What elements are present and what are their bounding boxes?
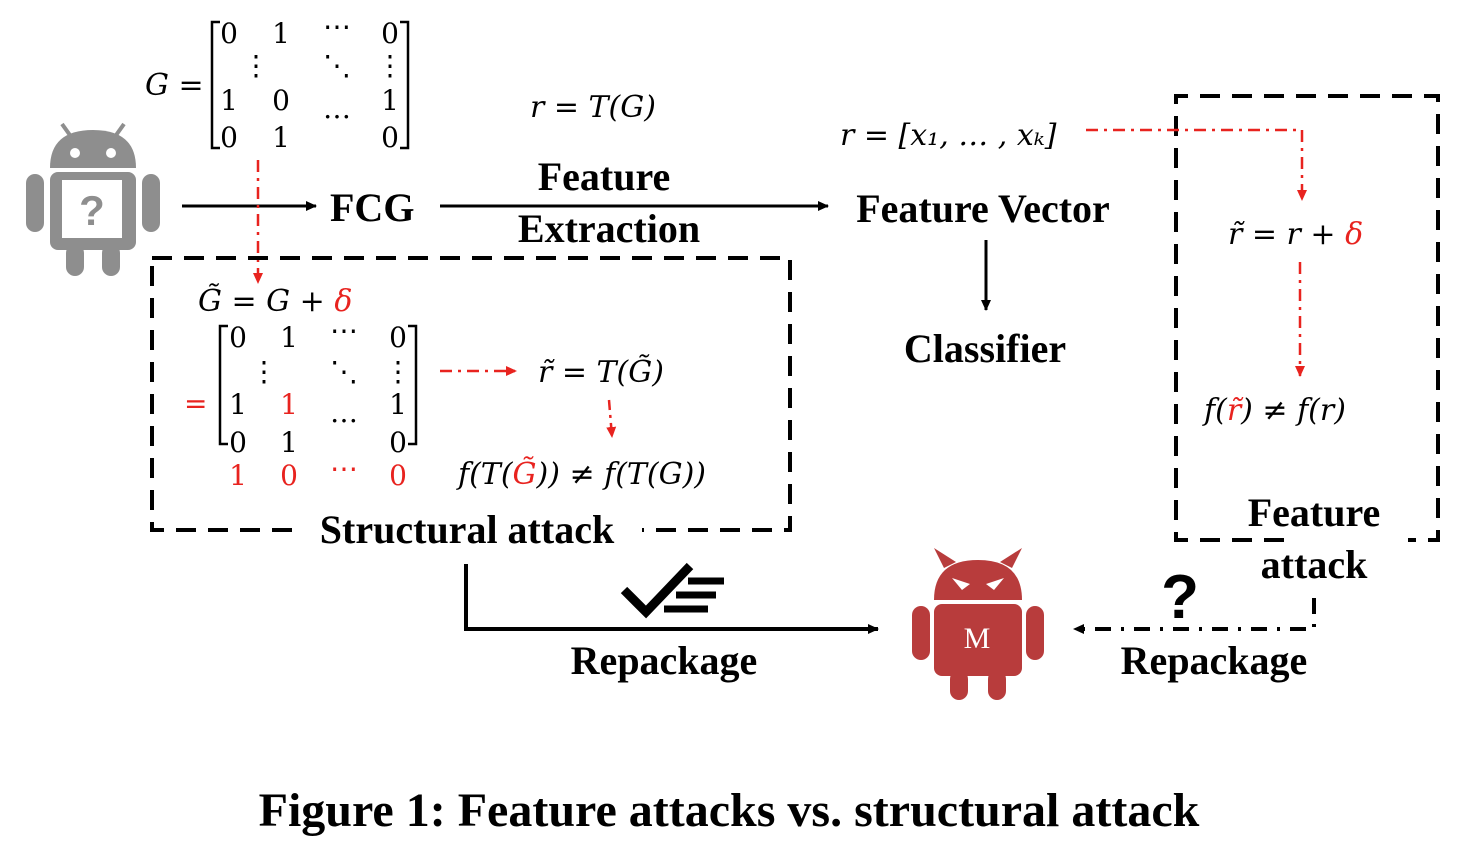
matrix-cell: ⋱ <box>330 355 358 388</box>
matrix-cell: ⋯ <box>330 314 358 347</box>
matrix-cell: 1 <box>272 121 290 154</box>
classifier-label: Classifier <box>904 326 1066 371</box>
matrix-cell: 1 <box>280 426 298 459</box>
f-feat-b: ) ≠ f(r) <box>1240 393 1346 428</box>
android-malware-icon: M <box>912 548 1044 700</box>
matrix-cell: 0 <box>389 321 407 354</box>
matrix-cell: ⋮ <box>242 49 270 82</box>
matrix-cell-changed: 1 <box>280 388 298 421</box>
arrow-repackage-left <box>464 564 879 634</box>
matrix-cell-added: 0 <box>389 459 407 492</box>
f-struct-a: f(T( <box>456 457 514 492</box>
question-icon: ? <box>1161 563 1199 632</box>
bracket-right <box>408 324 418 446</box>
matrix-cell: ⋱ <box>323 49 351 82</box>
g-tilde-equation: G̃ = G + δ <box>198 284 352 319</box>
delta-symbol: δ <box>1345 217 1363 252</box>
matrix-cell: 0 <box>381 17 399 50</box>
matrix-cell: … <box>323 92 351 125</box>
f-feat-r: r̃ <box>1227 393 1244 428</box>
matrix-cell: 1 <box>272 17 290 50</box>
arrow-repackage-right <box>1073 598 1316 634</box>
f-feat-a: f( <box>1202 393 1228 428</box>
f-feature-inequality: f(r̃) ≠ f(r) <box>1202 393 1346 428</box>
matrix-cell: 1 <box>280 321 298 354</box>
matrix-cell: 0 <box>220 17 238 50</box>
bracket-right <box>400 20 410 150</box>
unknown-app-mark: ? <box>79 187 105 234</box>
matrix-cell: ⋮ <box>384 355 412 388</box>
matrix-cell: … <box>330 396 358 429</box>
matrix-g-tilde: = 0 1 ⋯ 0 ⋮ ⋱ ⋮ 1 1 … 1 0 1 … 0 1 0 ⋯ 0 <box>184 314 418 492</box>
matrix-cell: 1 <box>220 84 238 117</box>
repackage-left-label: Repackage <box>571 638 758 683</box>
fcg-label: FCG <box>330 185 414 230</box>
feature-vector-label: Feature Vector <box>856 186 1110 231</box>
r-equals-t-g: r = T(G) <box>530 90 656 125</box>
matrix-cell: 0 <box>389 426 407 459</box>
feature-attack-box <box>1174 94 1440 542</box>
arrow-r-to-rtilde <box>1086 128 1307 201</box>
repackage-right-label: Repackage <box>1121 638 1308 683</box>
feature-extraction-line1: Feature <box>538 154 671 199</box>
matrix-cell-added: 0 <box>280 459 298 492</box>
figure-caption: Figure 1: Feature attacks vs. structural… <box>259 784 1200 837</box>
feature-extraction-line2: Extraction <box>518 206 700 251</box>
delta-symbol: δ <box>334 284 352 319</box>
matrix-g: G = 0 1 ⋯ 0 ⋮ ⋱ ⋮ 1 0 … 1 0 1 … 0 <box>145 10 410 154</box>
equals-red: = <box>184 387 207 420</box>
structural-attack-label: Structural attack <box>320 507 615 552</box>
matrix-cell: 0 <box>220 121 238 154</box>
matrix-cell: 0 <box>381 121 399 154</box>
matrix-cell: 1 <box>229 388 247 421</box>
r-tilde-t-g-tilde: r̃ = T(G̃) <box>538 355 664 390</box>
arrow-rtilde-to-f <box>606 399 617 438</box>
matrix-cell-added: ⋯ <box>330 452 358 485</box>
matrix-cell: 1 <box>389 388 407 421</box>
feature-attack-line1: Feature <box>1248 490 1381 535</box>
bracket-left <box>218 324 228 446</box>
matrix-cell: 0 <box>229 426 247 459</box>
structural-label-bg <box>292 508 642 552</box>
f-structural-inequality: f(T(G̃)) ≠ f(T(G)) <box>456 457 706 492</box>
matrix-cell: ⋮ <box>250 355 278 388</box>
r-tilde-lhs: r̃ = r + <box>1228 217 1345 252</box>
matrix-cell: 1 <box>381 84 399 117</box>
bracket-left <box>210 20 220 150</box>
g-tilde-lhs: G̃ = G + <box>198 284 334 319</box>
matrix-cell: ⋮ <box>376 49 404 82</box>
matrix-cell: ⋯ <box>323 10 351 43</box>
feature-attack-line2: attack <box>1261 542 1368 587</box>
matrix-cell: 0 <box>229 321 247 354</box>
r-tilde-equation: r̃ = r + δ <box>1228 217 1363 252</box>
android-unknown-icon: ? <box>26 122 160 276</box>
matrix-cell-added: 1 <box>229 459 247 492</box>
f-struct-g: G̃ <box>513 457 537 492</box>
malware-mark: M <box>964 622 991 655</box>
f-struct-b: )) ≠ f(T(G)) <box>536 457 707 492</box>
checkmark-list-icon <box>620 562 724 619</box>
r-vector: r = [x₁, … , xₖ] <box>840 118 1057 153</box>
matrix-cell: 0 <box>272 84 290 117</box>
g-equals: G = <box>145 68 204 103</box>
